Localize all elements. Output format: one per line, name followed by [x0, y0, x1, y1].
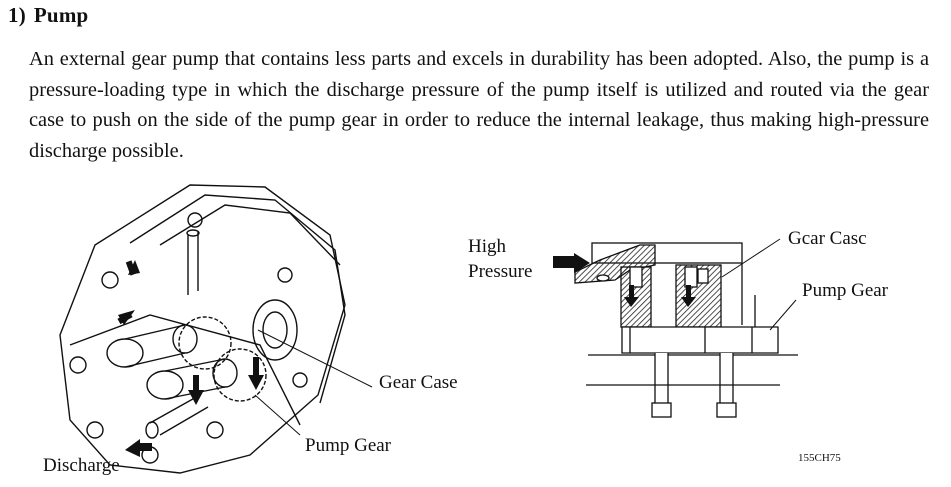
- label-gear-case-left: Gear Case: [379, 372, 458, 393]
- label-high: High: [468, 236, 506, 257]
- label-pump-gear-left: Pump Gear: [305, 435, 392, 456]
- section-arrows: [553, 253, 696, 307]
- label-discharge: Discharge: [43, 455, 120, 476]
- leader-lines-left: [254, 329, 373, 436]
- section-heading: 1) Pump: [8, 3, 88, 28]
- label-gear-case-right: Gcar Casc: [788, 228, 867, 249]
- section-body: An external gear pump that contains less…: [29, 48, 929, 162]
- section-title: Pump: [33, 3, 89, 27]
- pump-section-drawing: [574, 242, 798, 418]
- pump-figure: Gear Case Pump Gear Discharge High Press…: [0, 165, 951, 487]
- pump-illustrations: [59, 184, 798, 474]
- section-number: 1): [8, 3, 26, 27]
- figure-code: 155CH75: [798, 452, 841, 464]
- label-pump-gear-right: Pump Gear: [802, 280, 889, 301]
- pump-3d-drawing: [59, 184, 346, 474]
- label-pressure: Pressure: [468, 261, 533, 282]
- leader-lines-right: [721, 238, 797, 331]
- flow-arrows-left: [117, 260, 264, 457]
